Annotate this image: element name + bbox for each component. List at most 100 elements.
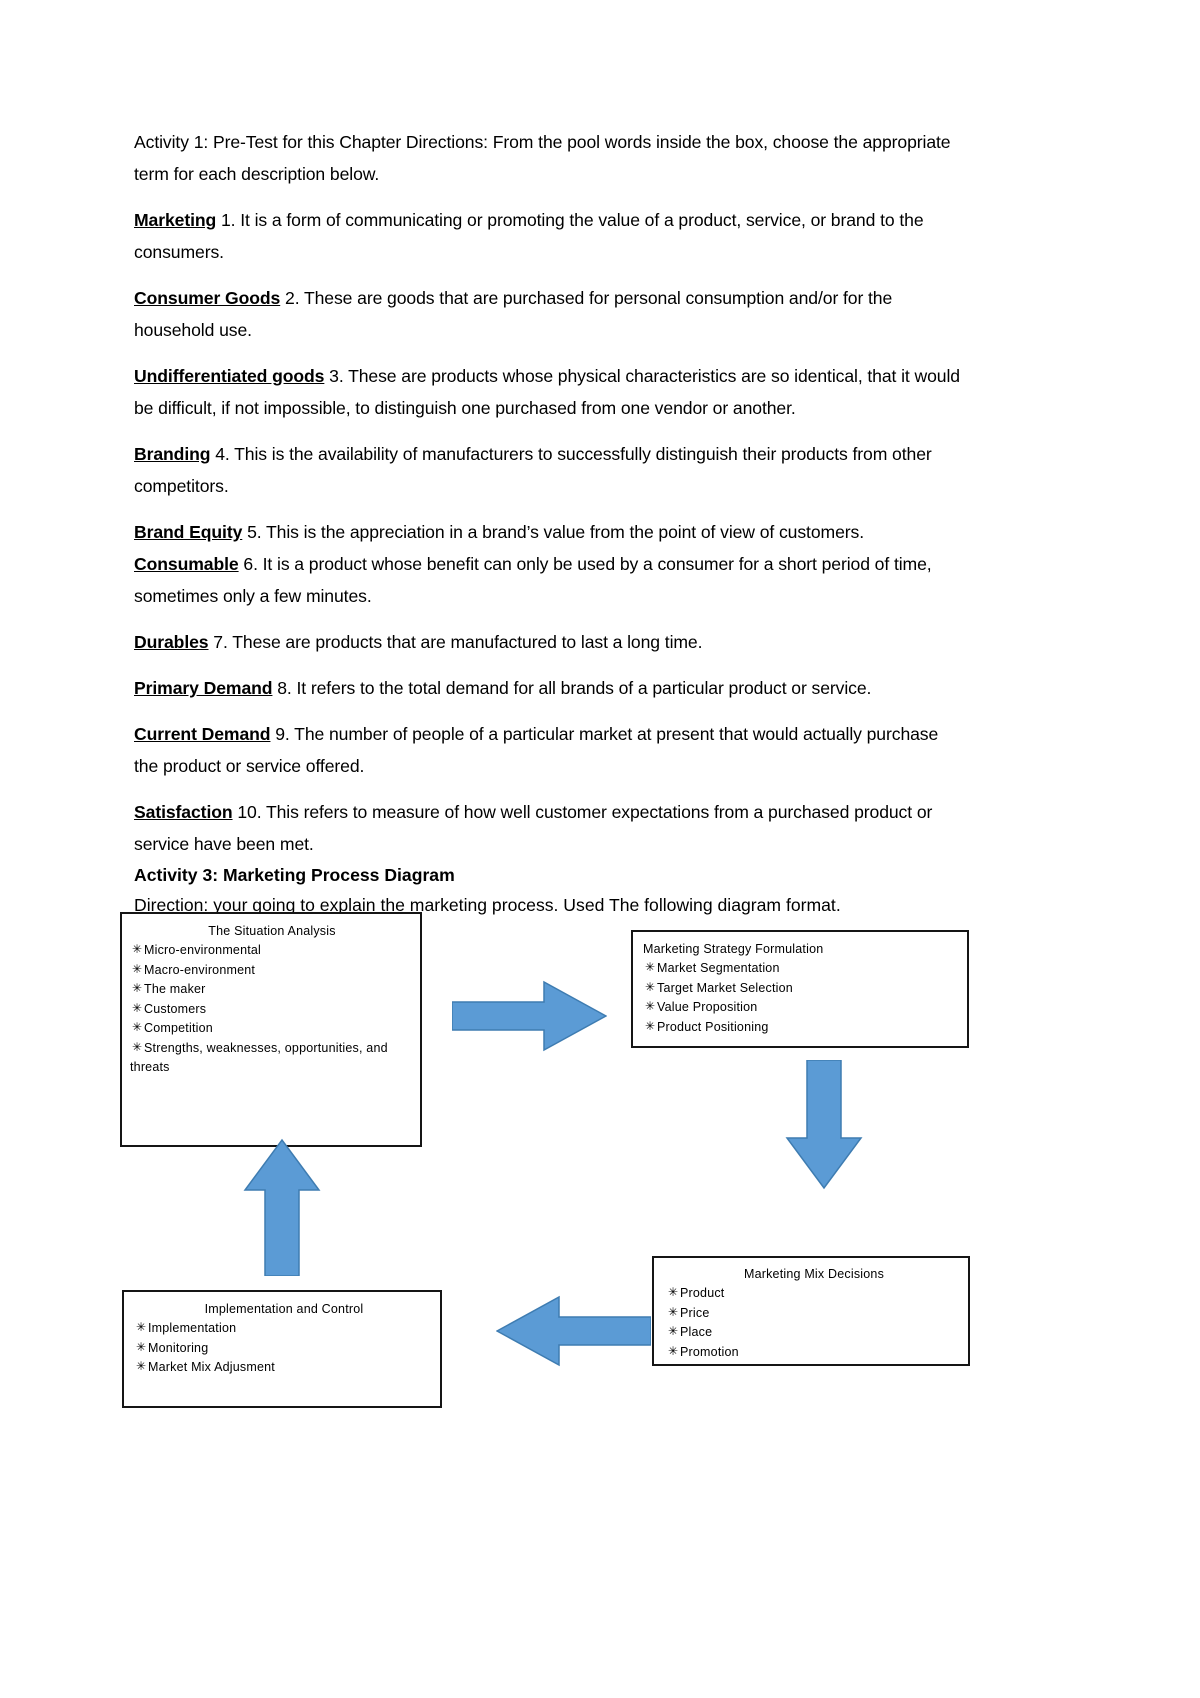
item-5-text: 5. This is the appreciation in a brand’s… (242, 522, 865, 542)
marketing-strategy-title: Marketing Strategy Formulation (643, 942, 824, 956)
item-6-term: Consumable (134, 554, 239, 574)
item-8-text: 8. It refers to the total demand for all… (272, 678, 872, 698)
item-5-term: Brand Equity (134, 522, 243, 542)
bullet-icon: ✳ (645, 960, 656, 974)
item-9: Current Demand 9. The number of people o… (134, 718, 964, 782)
arrow-right-icon (452, 980, 607, 1052)
list-item-label: Micro-environmental (144, 943, 262, 957)
intro-text: Activity 1: Pre-Test for this Chapter Di… (134, 132, 951, 184)
list-item-label: Implementation (148, 1321, 237, 1335)
list-item-label: Value Proposition (657, 1000, 758, 1014)
bullet-icon: ✳ (668, 1343, 679, 1358)
list-item-label: Customers (144, 1001, 207, 1016)
arrow-down-icon (785, 1060, 863, 1190)
bullet-icon: ✳ (645, 1018, 656, 1033)
list-item: ✳Market Segmentation (643, 959, 961, 979)
item-6-text: 6. It is a product whose benefit can onl… (134, 554, 932, 606)
list-item: ✳Promotion (666, 1343, 962, 1363)
bullet-icon: ✳ (668, 1324, 679, 1338)
item-1-term: Marketing (134, 210, 217, 230)
list-item-label: Place (680, 1325, 713, 1339)
bullet-icon: ✳ (132, 961, 143, 976)
item-7-text: 7. These are products that are manufactu… (208, 632, 703, 652)
item-4-text: 4. This is the availability of manufactu… (134, 444, 932, 496)
bullet-icon: ✳ (645, 979, 656, 994)
bullet-icon: ✳ (132, 1020, 143, 1034)
marketing-mix-title: Marketing Mix Decisions (743, 1267, 885, 1281)
item-2: Consumer Goods 2. These are goods that a… (134, 282, 964, 346)
diagram-box-implementation-and-control: Implementation and Control ✳Implementati… (122, 1290, 442, 1408)
list-item-label: Competition (144, 1021, 213, 1035)
list-item: ✳Monitoring (134, 1339, 434, 1359)
item-3: Undifferentiated goods 3. These are prod… (134, 360, 964, 424)
bullet-icon: ✳ (668, 1285, 679, 1299)
list-item: ✳Market Mix Adjusment (134, 1358, 434, 1378)
item-6: Consumable 6. It is a product whose bene… (134, 548, 964, 612)
item-8: Primary Demand 8. It refers to the total… (134, 672, 964, 704)
marketing-process-diagram: The Situation Analysis ✳Micro-environmen… (0, 890, 1200, 1450)
item-2-term: Consumer Goods (134, 288, 281, 308)
item-7-term: Durables (134, 632, 209, 652)
list-item-label: Product (680, 1286, 725, 1300)
list-item: ✳Target Market Selection (643, 979, 961, 999)
list-item-label: Monitoring (148, 1340, 209, 1355)
list-item: ✳The maker (130, 980, 414, 1000)
list-item: ✳Customers (130, 1000, 414, 1020)
list-item: ✳Place (666, 1323, 962, 1343)
diagram-box-situation-analysis: The Situation Analysis ✳Micro-environmen… (120, 912, 422, 1147)
item-4: Branding 4. This is the availability of … (134, 438, 964, 502)
situation-analysis-title: The Situation Analysis (208, 924, 336, 938)
implementation-control-bullets: ✳Implementation ✳Monitoring ✳Market Mix … (134, 1319, 434, 1378)
list-item: ✳Price (666, 1304, 962, 1324)
item-5: Brand Equity 5. This is the appreciation… (134, 516, 964, 548)
bullet-icon: ✳ (132, 942, 143, 956)
item-9-term: Current Demand (134, 724, 271, 744)
bullet-icon: ✳ (136, 1339, 147, 1354)
list-item-label: Price (680, 1305, 710, 1320)
document-text-body: Activity 1: Pre-Test for this Chapter Di… (134, 126, 964, 920)
bullet-icon: ✳ (645, 999, 656, 1013)
item-10-term: Satisfaction (134, 802, 233, 822)
activity-3-direction: Direction: your going to explain the mar… (134, 895, 841, 915)
item-1: Marketing 1. It is a form of communicati… (134, 204, 964, 268)
bullet-icon: ✳ (136, 1359, 147, 1373)
list-item: ✳Strengths, weaknesses, opportunities, a… (130, 1039, 414, 1059)
list-item-label: Target Market Selection (657, 980, 793, 995)
list-item: ✳Product (666, 1284, 962, 1304)
bullet-icon: ✳ (132, 981, 143, 995)
implementation-control-title: Implementation and Control (204, 1302, 364, 1316)
marketing-strategy-bullets: ✳Market Segmentation ✳Target Market Sele… (643, 959, 961, 1037)
marketing-mix-bullets: ✳Product ✳Price ✳Place ✳Promotion (666, 1284, 962, 1362)
list-item: ✳Product Positioning (643, 1018, 961, 1038)
situation-analysis-bullets: ✳Micro-environmental ✳Macro-environment … (130, 941, 414, 1078)
intro-paragraph: Activity 1: Pre-Test for this Chapter Di… (134, 126, 964, 190)
list-item-continuation: threats (130, 1060, 170, 1074)
list-item-label: The maker (144, 982, 206, 996)
list-item: ✳Implementation (134, 1319, 434, 1339)
list-item-label: Product Positioning (657, 1019, 769, 1034)
list-item-label: Promotion (680, 1344, 739, 1359)
item-9-text: 9. The number of people of a particular … (134, 724, 939, 776)
item-7: Durables 7. These are products that are … (134, 626, 964, 658)
list-item-label: Strengths, weaknesses, opportunities, an… (144, 1040, 388, 1055)
bullet-icon: ✳ (132, 1039, 143, 1054)
list-item: ✳Micro-environmental (130, 941, 414, 961)
item-2-text: 2. These are goods that are purchased fo… (134, 288, 893, 340)
item-3-term: Undifferentiated goods (134, 366, 325, 386)
diagram-box-marketing-mix-decisions: Marketing Mix Decisions ✳Product ✳Price … (652, 1256, 970, 1366)
diagram-box-marketing-strategy-formulation: Marketing Strategy Formulation ✳Market S… (631, 930, 969, 1048)
item-3-text: 3. These are products whose physical cha… (134, 366, 960, 418)
bullet-icon: ✳ (136, 1320, 147, 1334)
list-item-label: Macro-environment (144, 962, 256, 977)
list-item: ✳Macro-environment (130, 961, 414, 981)
item-10-text: 10. This refers to measure of how well c… (134, 802, 933, 854)
item-4-term: Branding (134, 444, 211, 464)
item-1-text: 1. It is a form of communicating or prom… (134, 210, 924, 262)
item-10: Satisfaction 10. This refers to measure … (134, 796, 964, 860)
bullet-icon: ✳ (132, 1000, 143, 1015)
list-item-label: Market Segmentation (657, 961, 780, 975)
list-item: ✳Value Proposition (643, 998, 961, 1018)
arrow-left-icon (496, 1295, 651, 1367)
list-item: ✳Competition (130, 1019, 414, 1039)
